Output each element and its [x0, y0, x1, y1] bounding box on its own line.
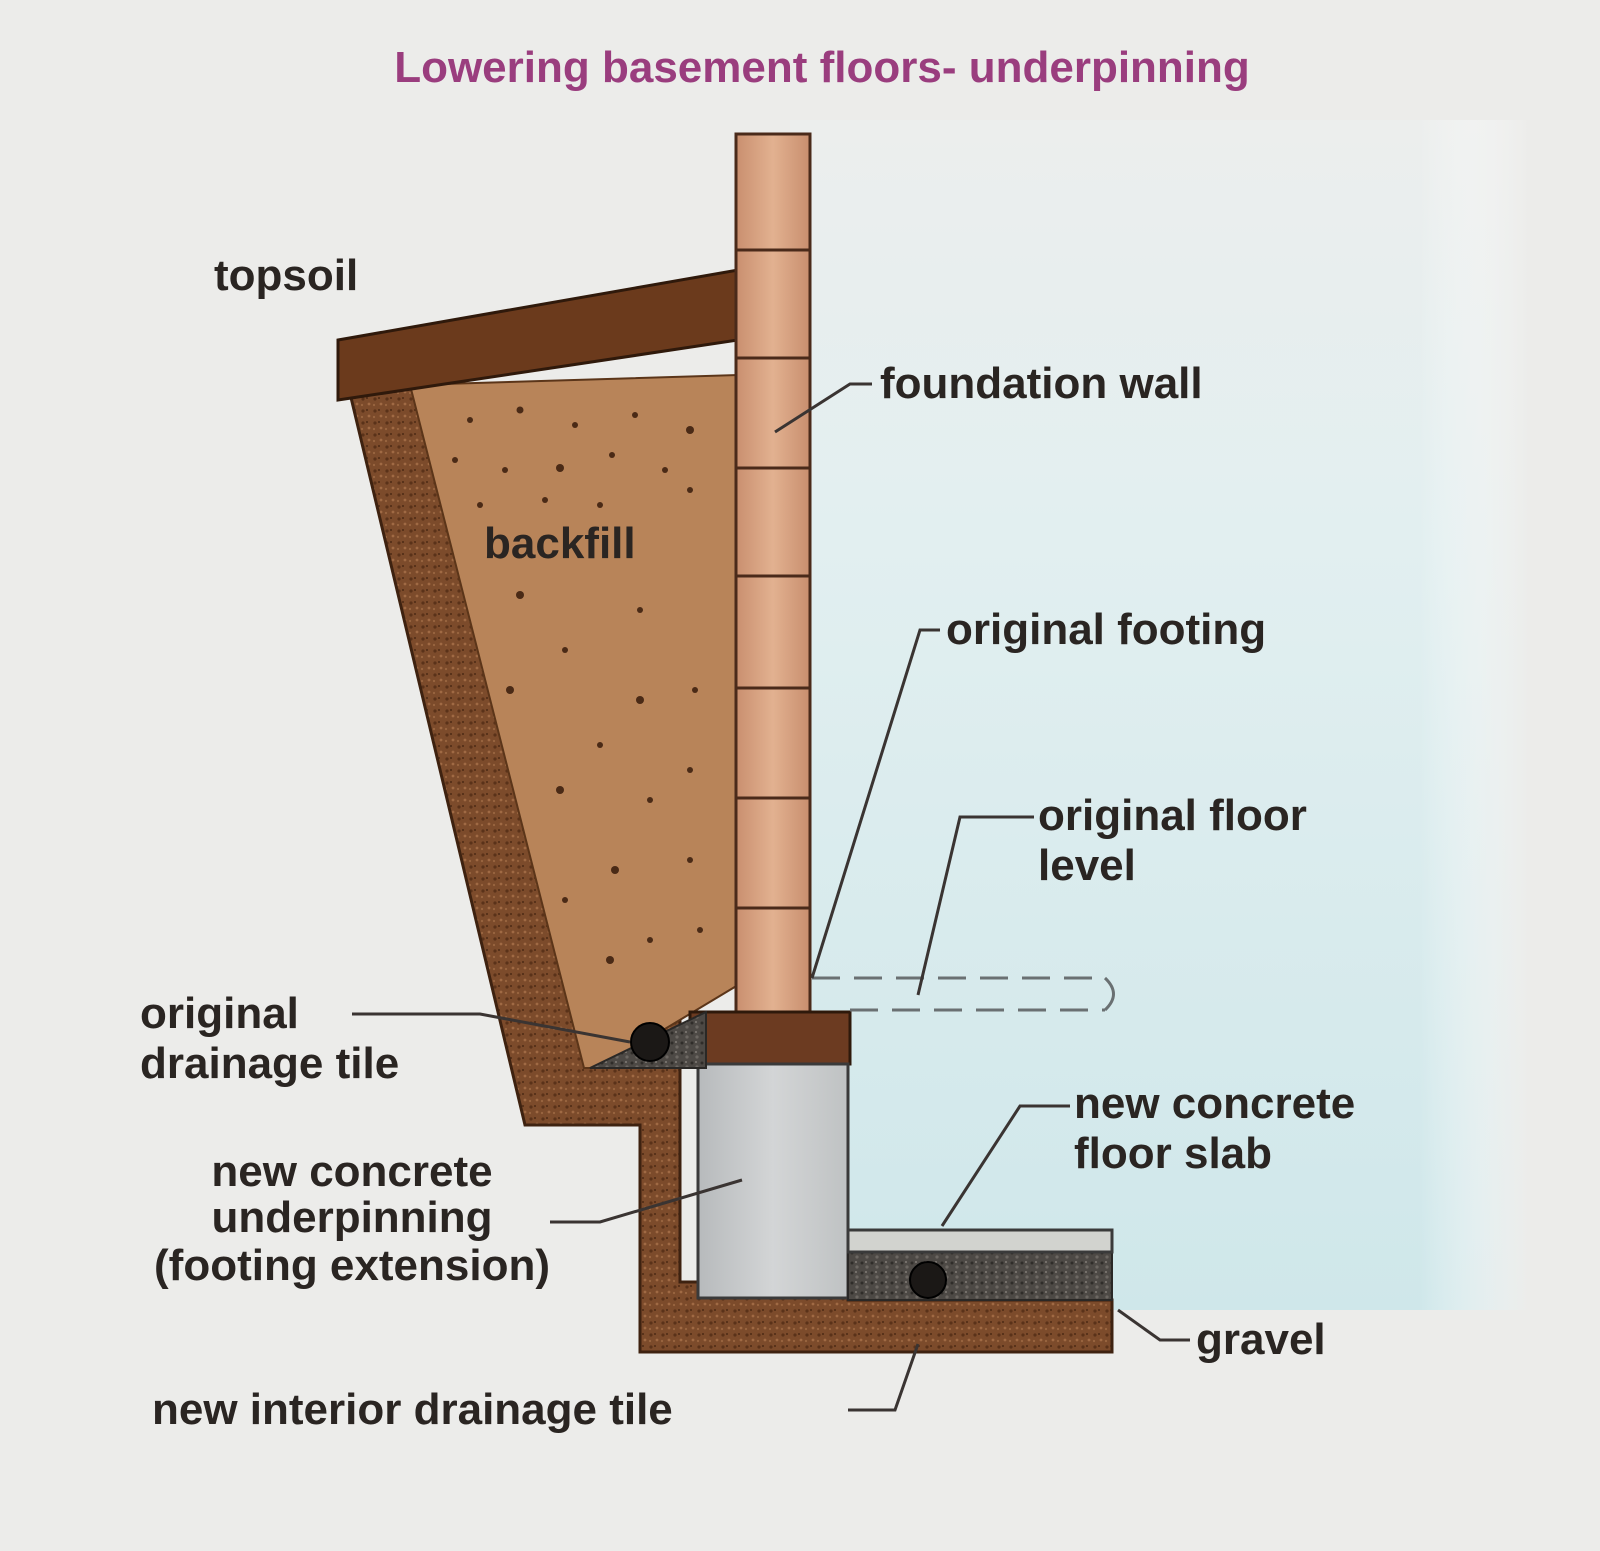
- leader-original-floor-level: [916, 815, 1034, 996]
- label-foundation-wall: foundation wall: [880, 359, 1203, 408]
- label-original-drainage-tile-line1: original: [140, 989, 299, 1038]
- leader-new-interior-drainage-tile: [848, 1343, 920, 1412]
- leader-lines: [352, 382, 1190, 1412]
- label-underpinning-line1: new concrete: [211, 1147, 492, 1196]
- leader-original-drainage-tile: [352, 1012, 631, 1044]
- new-concrete-floor-slab: [846, 1228, 1114, 1254]
- new-interior-drainage-tile-pipe: [909, 1261, 947, 1299]
- leader-gravel: [1117, 1308, 1190, 1342]
- label-new-concrete-floor-slab-line2: floor slab: [1074, 1129, 1272, 1178]
- label-original-floor-level-line2: level: [1038, 841, 1136, 890]
- leader-foundation-wall: [774, 382, 872, 434]
- leader-new-concrete-floor-slab: [940, 1104, 1070, 1227]
- backfill-speckles: [452, 406, 703, 964]
- label-new-interior-drainage-tile: new interior drainage tile: [152, 1385, 673, 1434]
- backfill: [408, 373, 739, 1069]
- foundation-wall: [734, 132, 812, 1014]
- new-concrete-underpinning: [696, 1062, 850, 1300]
- label-original-floor-level-line1: original floor: [1038, 791, 1307, 840]
- label-new-concrete-floor-slab-line1: new concrete: [1074, 1079, 1355, 1128]
- original-floor-level-outline: [812, 976, 1115, 1012]
- original-drainage-tile-pipe: [630, 1022, 670, 1062]
- label-underpinning-line3: (footing extension): [154, 1241, 550, 1290]
- gravel-layer: [847, 1249, 1113, 1301]
- diagram-title: Lowering basement floors- underpinning: [394, 43, 1250, 92]
- leader-original-footing: [810, 628, 940, 979]
- label-original-footing: original footing: [946, 605, 1266, 654]
- label-gravel: gravel: [1196, 1315, 1326, 1364]
- label-original-drainage-tile-line2: drainage tile: [140, 1039, 399, 1088]
- basement-interior-fade: [790, 120, 1530, 1310]
- leader-underpinning: [550, 1178, 743, 1224]
- original-footing: [688, 1010, 852, 1066]
- label-backfill: backfill: [484, 519, 636, 568]
- label-underpinning-line2: underpinning: [211, 1193, 492, 1242]
- label-topsoil: topsoil: [214, 251, 358, 300]
